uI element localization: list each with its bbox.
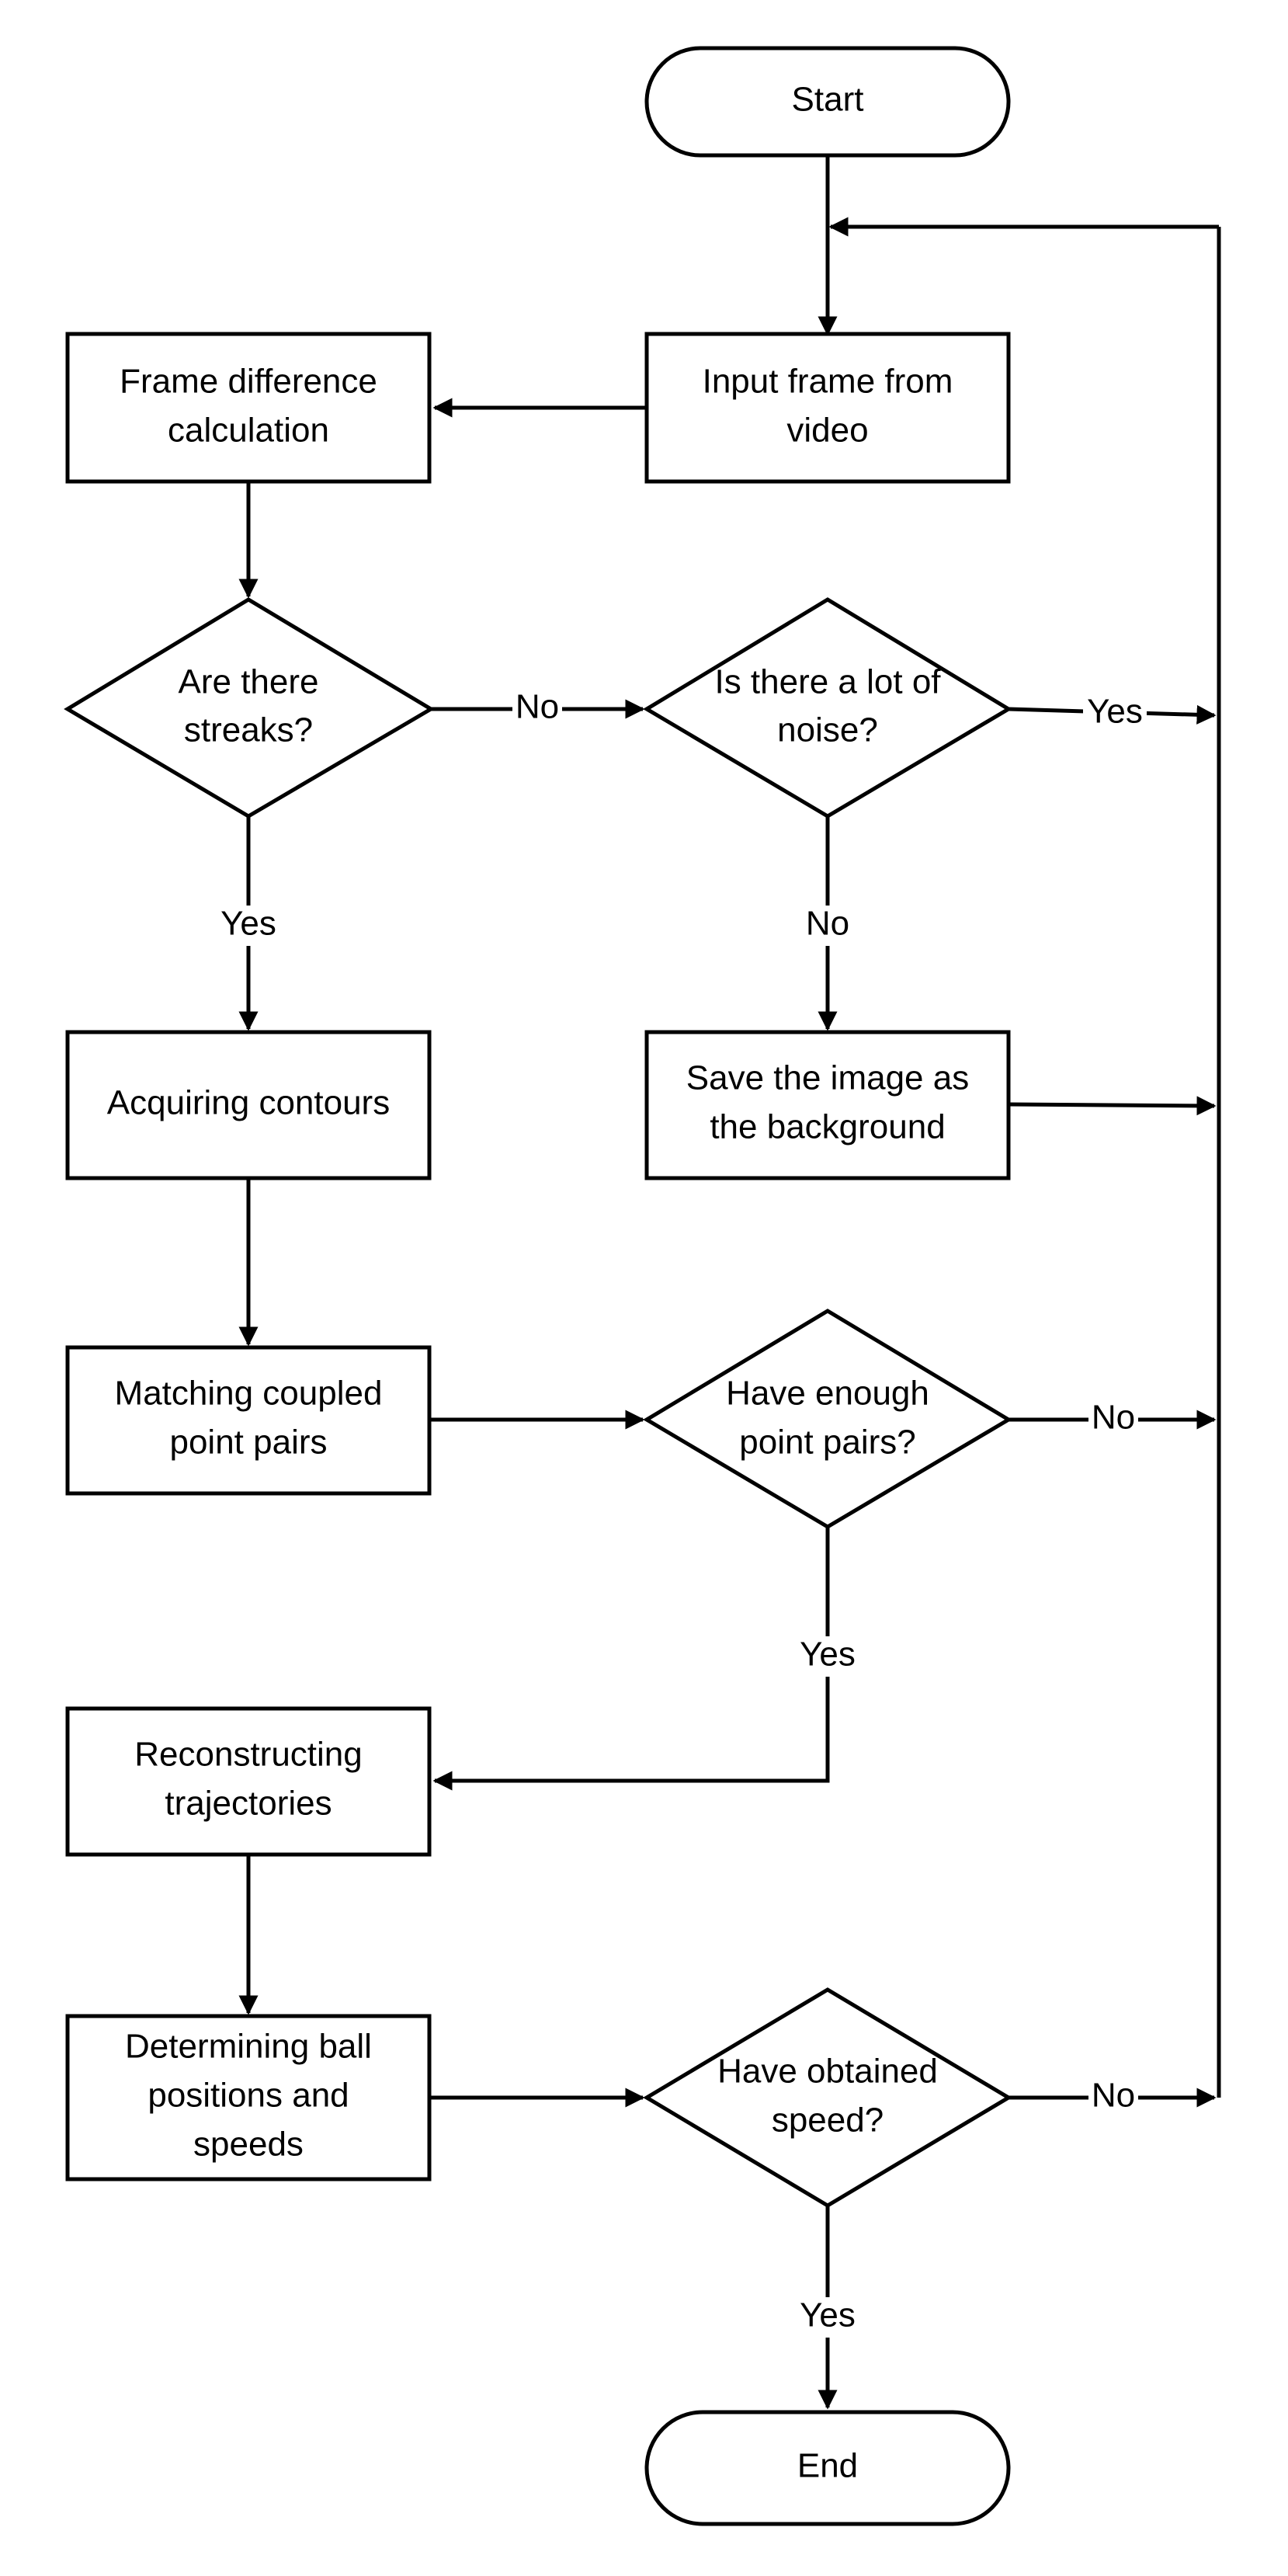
input-frame-label-line-2: video xyxy=(786,412,868,450)
enough-pairs-label-line-1: Have enough xyxy=(726,1375,929,1413)
save-background-process: Save the image as the background xyxy=(644,1030,1011,1180)
edge-label-streaks-yes: Yes xyxy=(217,905,279,946)
edge-pairs-yes xyxy=(432,1527,830,1791)
frame-difference-process: Frame difference calculation xyxy=(65,332,432,484)
svg-text:No: No xyxy=(1092,2077,1135,2115)
reconstructing-process: Reconstructing trajectories xyxy=(65,1706,432,1857)
end-label: End xyxy=(797,2447,858,2485)
save-background-label-line-1: Save the image as xyxy=(686,1059,969,1097)
streaks-decision: Are there streaks? xyxy=(64,597,435,819)
matching-pairs-label-line-2: point pairs xyxy=(169,1424,327,1462)
matching-pairs-process: Matching coupled point pairs xyxy=(65,1345,432,1496)
end-terminal: End xyxy=(644,2410,1011,2526)
svg-text:Yes: Yes xyxy=(800,1636,856,1674)
edge-label-pairs-no: No xyxy=(1088,1399,1138,1439)
input-frame-process: Input frame from video xyxy=(644,332,1011,484)
svg-text:Yes: Yes xyxy=(800,2296,856,2334)
svg-text:No: No xyxy=(1092,1399,1135,1437)
frame-difference-label-line-2: calculation xyxy=(168,412,329,450)
enough-pairs-decision: Have enough point pairs? xyxy=(643,1309,1012,1529)
noise-label-line-2: noise? xyxy=(777,711,878,749)
save-background-label-line-2: the background xyxy=(710,1108,945,1146)
svg-text:No: No xyxy=(806,905,849,943)
start-terminal: Start xyxy=(644,46,1011,158)
edge-label-streaks-no: No xyxy=(512,688,562,728)
determining-label-line-1: Determining ball xyxy=(125,2028,372,2066)
reconstructing-label-line-2: trajectories xyxy=(165,1785,332,1823)
edge-label-speed-no: No xyxy=(1088,2077,1138,2117)
edge-label-noise-yes: Yes xyxy=(1083,693,1147,734)
acquiring-contours-process: Acquiring contours xyxy=(65,1030,432,1180)
noise-label-line-1: Is there a lot of xyxy=(714,663,941,701)
frame-difference-label-line-1: Frame difference xyxy=(120,363,377,401)
acquiring-contours-label: Acquiring contours xyxy=(107,1084,390,1122)
noise-decision: Is there a lot of noise? xyxy=(643,597,1012,819)
edge-label-noise-no: No xyxy=(803,905,852,946)
speed-label-line-2: speed? xyxy=(772,2101,884,2140)
reconstructing-label-line-1: Reconstructing xyxy=(134,1736,362,1774)
svg-text:Yes: Yes xyxy=(220,905,276,943)
matching-pairs-label-line-1: Matching coupled xyxy=(115,1375,383,1413)
enough-pairs-label-line-2: point pairs? xyxy=(739,1424,915,1462)
edge-label-speed-yes: Yes xyxy=(797,2296,859,2338)
determining-label-line-2: positions and xyxy=(148,2077,349,2115)
determining-process: Determining ball positions and speeds xyxy=(65,2014,432,2181)
streaks-label-line-1: Are there xyxy=(179,663,319,701)
speed-decision: Have obtained speed? xyxy=(643,1987,1012,2208)
speed-label-line-1: Have obtained xyxy=(717,2053,938,2091)
streaks-label-line-2: streaks? xyxy=(184,711,313,749)
svg-text:Yes: Yes xyxy=(1087,693,1143,731)
determining-label-line-3: speeds xyxy=(193,2126,304,2164)
svg-text:No: No xyxy=(516,688,559,726)
edge-label-pairs-yes: Yes xyxy=(797,1636,859,1677)
edge-save-to-loop xyxy=(1008,1096,1217,1116)
start-label: Start xyxy=(792,81,864,119)
input-frame-label-line-1: Input frame from xyxy=(703,363,953,401)
